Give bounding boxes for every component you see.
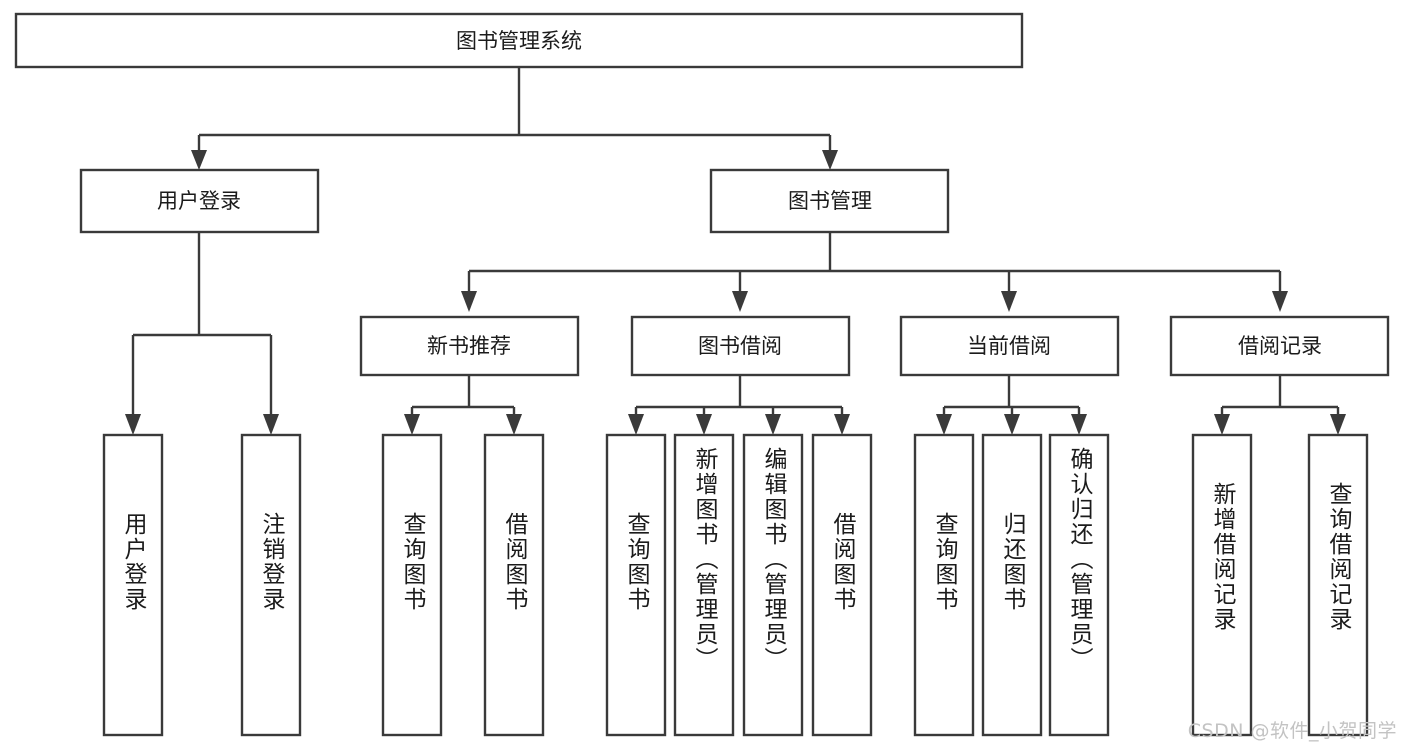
leaf-label-12: 新增借阅记录 xyxy=(1209,482,1237,632)
arrow-head-leaf-2 xyxy=(263,414,279,435)
arrow-head-leaf-4 xyxy=(506,414,522,435)
leaf-box-6[interactable] xyxy=(673,433,735,737)
leaf-node[interactable]: 查询图书 xyxy=(605,433,667,737)
node-borrow-record[interactable]: 借阅记录 xyxy=(1169,315,1390,377)
arrow-head-root-to-userlogin xyxy=(191,150,207,170)
leaf-box-1[interactable] xyxy=(102,433,164,737)
node-borrow-record-box[interactable] xyxy=(1169,315,1390,377)
node-current-borrow-label: 当前借阅 xyxy=(967,334,1051,358)
arrow-head-leaf-12 xyxy=(1214,414,1230,435)
node-root-box[interactable] xyxy=(14,12,1024,69)
node-current-borrow-box[interactable] xyxy=(899,315,1120,377)
leaf-box-9[interactable] xyxy=(913,433,975,737)
leaf-node[interactable]: 注销登录 xyxy=(240,433,302,737)
leaf-box-10[interactable] xyxy=(981,433,1043,737)
arrow-head-to-record xyxy=(1272,291,1288,312)
leaf-node[interactable]: 借阅图书 xyxy=(811,433,873,737)
node-root-label: 图书管理系统 xyxy=(456,29,582,53)
leaf-node[interactable]: 查询借阅记录 xyxy=(1307,433,1369,737)
leaf-node[interactable]: 用户登录 xyxy=(102,433,164,737)
leaf-box-7[interactable] xyxy=(742,433,804,737)
node-borrow-record-label: 借阅记录 xyxy=(1238,334,1322,358)
arrow-head-leaf-13 xyxy=(1330,414,1346,435)
node-book-management-label: 图书管理 xyxy=(788,189,872,213)
leaf-box-12[interactable] xyxy=(1191,433,1253,737)
leaf-box-2[interactable] xyxy=(240,433,302,737)
arrow-head-leaf-9 xyxy=(936,414,952,435)
arrow-head-leaf-5 xyxy=(628,414,644,435)
arrow-head-leaf-11 xyxy=(1071,414,1087,435)
node-book-management[interactable]: 图书管理 xyxy=(709,168,950,234)
arrow-head-leaf-6 xyxy=(696,414,712,435)
leaf-node[interactable]: 新增图书（管理员） xyxy=(673,433,735,737)
leaf-box-11[interactable] xyxy=(1048,433,1110,737)
leaf-node[interactable]: 借阅图书 xyxy=(483,433,545,737)
csdn-watermark: CSDN @软件_小贺同学 xyxy=(1187,720,1397,742)
arrow-head-leaf-1 xyxy=(125,414,141,435)
node-root[interactable]: 图书管理系统 xyxy=(14,12,1024,69)
leaf-label-7: 编辑图书（管理员） xyxy=(760,447,788,672)
leaf-label-10: 归还图书 xyxy=(999,512,1027,612)
node-new-book-recommend-label: 新书推荐 xyxy=(427,334,511,358)
arrow-head-to-newbook xyxy=(461,291,477,312)
leaf-box-8[interactable] xyxy=(811,433,873,737)
leaf-box-13[interactable] xyxy=(1307,433,1369,737)
leaf-label-4: 借阅图书 xyxy=(501,512,529,612)
node-new-book-recommend[interactable]: 新书推荐 xyxy=(359,315,580,377)
node-current-borrow[interactable]: 当前借阅 xyxy=(899,315,1120,377)
arrow-head-root-to-bookmgmt xyxy=(822,150,838,170)
node-user-login-box[interactable] xyxy=(79,168,320,234)
leaf-node[interactable]: 查询图书 xyxy=(381,433,443,737)
arrow-head-leaf-3 xyxy=(404,414,420,435)
leaf-node[interactable]: 归还图书 xyxy=(981,433,1043,737)
node-book-borrow-label: 图书借阅 xyxy=(698,334,782,358)
leaf-node[interactable]: 查询图书 xyxy=(913,433,975,737)
leaf-box-4[interactable] xyxy=(483,433,545,737)
node-book-borrow[interactable]: 图书借阅 xyxy=(630,315,851,377)
arrow-head-to-current xyxy=(1001,291,1017,312)
arrow-head-leaf-10 xyxy=(1004,414,1020,435)
leaf-label-11: 确认归还（管理员） xyxy=(1066,447,1094,672)
arrow-head-to-borrow xyxy=(732,291,748,312)
leaf-label-6: 新增图书（管理员） xyxy=(691,447,719,672)
node-book-borrow-box[interactable] xyxy=(630,315,851,377)
leaf-box-3[interactable] xyxy=(381,433,443,737)
arrow-head-leaf-8 xyxy=(834,414,850,435)
node-new-book-recommend-box[interactable] xyxy=(359,315,580,377)
leaf-label-9: 查询图书 xyxy=(931,512,959,612)
node-user-login[interactable]: 用户登录 xyxy=(79,168,320,234)
leaf-label-2: 注销登录 xyxy=(258,512,286,612)
arrow-head-leaf-7 xyxy=(765,414,781,435)
leaf-label-13: 查询借阅记录 xyxy=(1325,482,1353,632)
leaf-label-5: 查询图书 xyxy=(623,512,651,612)
leaf-node[interactable]: 编辑图书（管理员） xyxy=(742,433,804,737)
leaf-label-1: 用户登录 xyxy=(120,512,148,612)
leaf-node[interactable]: 确认归还（管理员） xyxy=(1048,433,1110,737)
leaf-label-3: 查询图书 xyxy=(399,512,427,612)
leaf-node[interactable]: 新增借阅记录 xyxy=(1191,433,1253,737)
node-book-management-box[interactable] xyxy=(709,168,950,234)
leaf-box-5[interactable] xyxy=(605,433,667,737)
node-user-login-label: 用户登录 xyxy=(157,189,241,213)
leaf-label-8: 借阅图书 xyxy=(829,512,857,612)
connector-layer xyxy=(125,67,1346,435)
